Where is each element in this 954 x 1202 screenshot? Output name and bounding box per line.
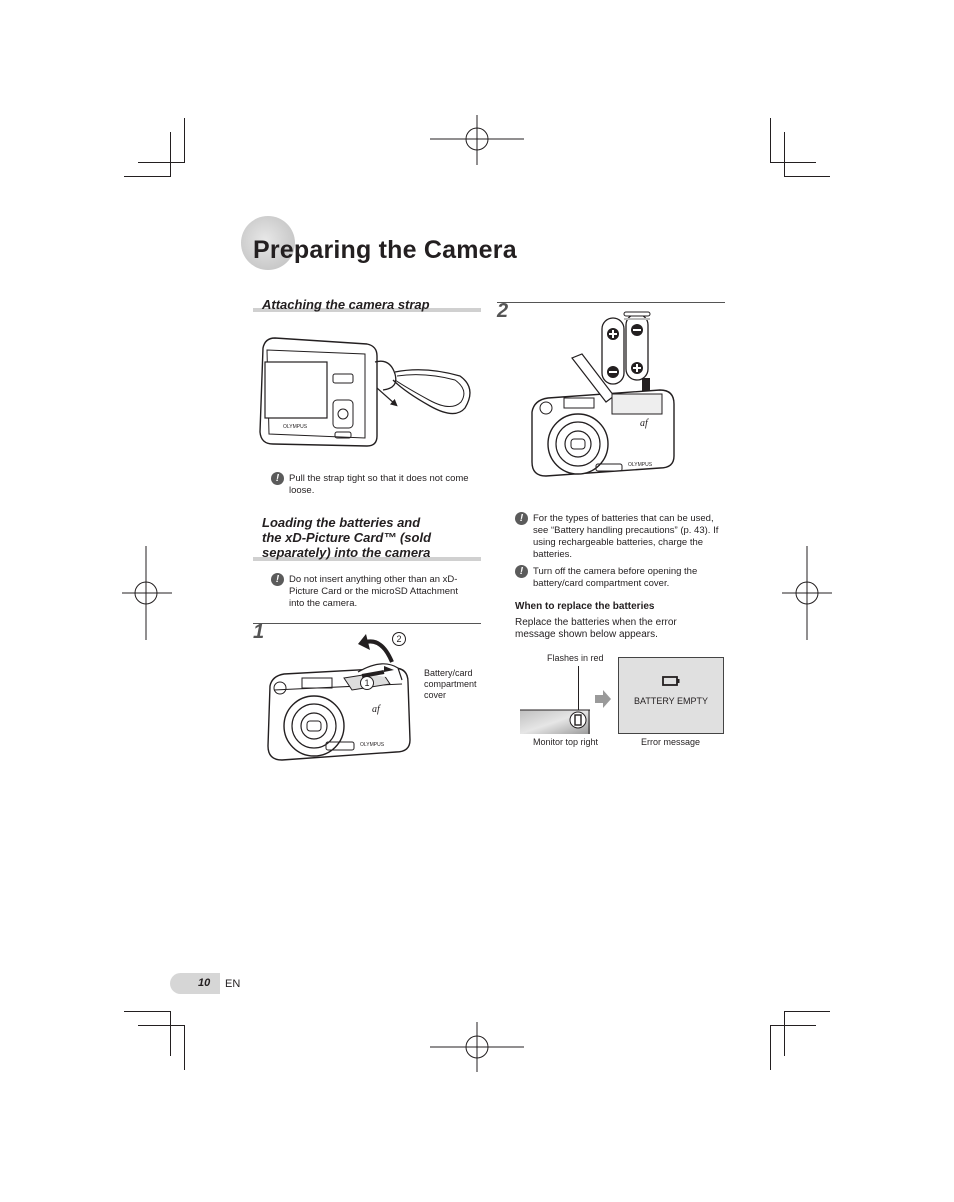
crop-mark-bl-h2: [138, 1025, 184, 1026]
crop-mark-tl-v: [184, 118, 185, 163]
monitor-corner-illustration: [520, 709, 590, 734]
flash-pointer-line: [578, 666, 579, 710]
strap-note: Pull the strap tight so that it does not…: [289, 473, 469, 496]
battery-empty-icon: [662, 676, 680, 686]
svg-text:OLYMPUS: OLYMPUS: [360, 742, 385, 748]
error-label: Error message: [641, 737, 701, 747]
battery-note: Do not insert anything other than an xD-…: [289, 574, 458, 609]
caution-icon: !: [515, 565, 528, 578]
crop-mark-tl-h: [124, 176, 170, 177]
step2-note2: Turn off the camera before opening the b…: [533, 566, 698, 589]
svg-text:af: af: [372, 704, 381, 715]
step1-number: 1: [253, 621, 265, 643]
crop-mark-br-h2: [770, 1025, 816, 1026]
step2-number: 2: [497, 300, 509, 322]
page-number: 10: [198, 977, 211, 989]
registration-mark-left: [122, 546, 172, 640]
page-title: Preparing the Camera: [253, 236, 517, 264]
battery-heading-line2: the xD-Picture Card™ (sold: [262, 530, 432, 545]
crop-mark-br-v: [770, 1025, 771, 1070]
registration-mark-top: [430, 115, 524, 165]
battery-heading: Loading the batteries and the xD-Picture…: [262, 515, 480, 560]
svg-text:OLYMPUS: OLYMPUS: [283, 424, 308, 430]
strap-heading: Attaching the camera strap: [262, 297, 430, 312]
camera-open-cover-illustration: af OLYMPUS: [267, 634, 411, 761]
flashes-label: Flashes in red: [547, 653, 604, 663]
right-arrow-icon: [595, 690, 611, 708]
battery-heading-line3: separately) into the camera: [262, 545, 431, 560]
crop-mark-tr-h: [784, 176, 830, 177]
battery-heading-line1: Loading the batteries and: [262, 515, 421, 530]
crop-mark-br-h: [784, 1011, 830, 1012]
crop-mark-bl-v2: [170, 1011, 171, 1056]
callout-label: Battery/card compartment cover: [424, 668, 477, 701]
step2-rule: [497, 302, 725, 303]
error-text: BATTERY EMPTY: [633, 696, 709, 706]
caution-icon: !: [271, 472, 284, 485]
replace-heading: When to replace the batteries: [515, 601, 655, 612]
step1-marker-1: 1: [360, 676, 374, 690]
crop-mark-tl-h2: [138, 162, 184, 163]
crop-mark-br-v2: [784, 1011, 785, 1056]
step1-rule: [253, 623, 481, 624]
step1-marker-2: 2: [392, 632, 406, 646]
registration-mark-right: [782, 546, 832, 640]
registration-mark-bottom: [430, 1022, 524, 1072]
caution-icon: !: [515, 512, 528, 525]
error-message-screen: BATTERY EMPTY: [618, 657, 724, 734]
crop-mark-tr-h2: [770, 162, 816, 163]
crop-mark-bl-v: [184, 1025, 185, 1070]
crop-mark-tl-v2: [170, 132, 171, 177]
monitor-label: Monitor top right: [533, 737, 599, 747]
camera-strap-illustration: OLYMPUS: [259, 337, 471, 447]
language-code: EN: [225, 978, 241, 990]
svg-text:OLYMPUS: OLYMPUS: [628, 462, 653, 468]
svg-text:af: af: [640, 418, 649, 429]
callout-label-line1: Battery/card: [424, 668, 473, 678]
callout-label-line2: compartment: [424, 679, 477, 689]
crop-mark-bl-h: [124, 1011, 170, 1012]
page-number-tab: [170, 973, 220, 994]
title-decoration-circle: [241, 216, 295, 270]
crop-mark-tr-v2: [784, 132, 785, 177]
strap-heading-bar: [253, 308, 481, 312]
callout-label-line3: cover: [424, 690, 447, 700]
replace-body: Replace the batteries when the error mes…: [515, 617, 677, 640]
caution-icon: !: [271, 573, 284, 586]
battery-heading-bar: [253, 557, 481, 561]
crop-mark-tr-v: [770, 118, 771, 163]
battery-insert-illustration: af OLYMPUS: [531, 311, 675, 477]
step2-note1: For the types of batteries that can be u…: [533, 513, 719, 560]
